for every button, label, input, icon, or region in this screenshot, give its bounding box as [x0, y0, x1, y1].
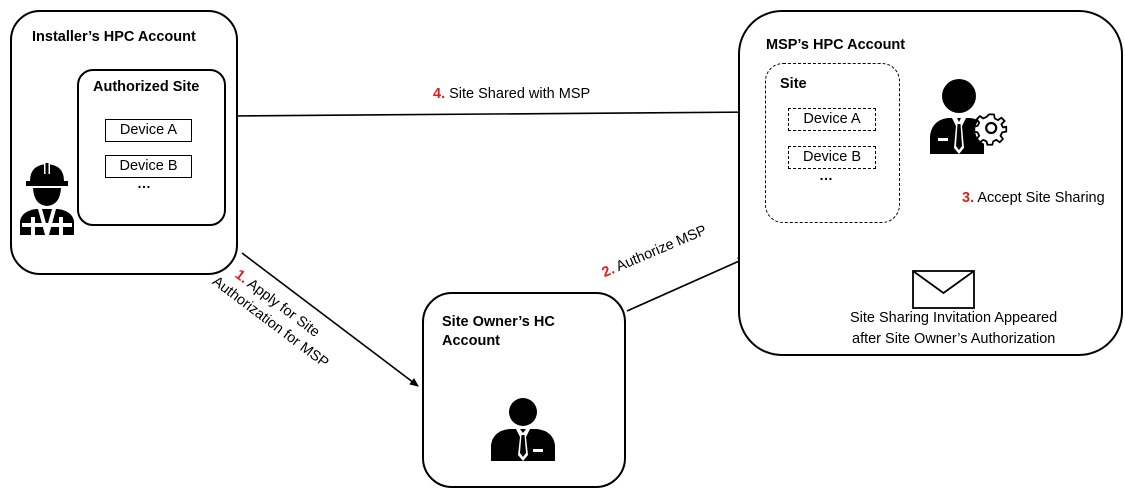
owner-account-title-line1: Site Owner’s HC — [442, 314, 555, 330]
envelope-icon — [912, 270, 975, 309]
msp-person-gear-icon — [930, 79, 1008, 154]
installer-worker-icon — [20, 162, 74, 235]
step4-text: Site Shared with MSP — [449, 86, 591, 102]
step3-label: 3. Accept Site Sharing — [962, 190, 1105, 206]
authorized-site-title: Authorized Site — [93, 79, 200, 95]
installer-device-b: Device B — [105, 155, 192, 178]
arrow-authorize-msp — [626, 257, 747, 312]
step4-number: 4. — [433, 86, 446, 102]
arrow-site-shared — [227, 108, 761, 117]
step3-number: 3. — [962, 190, 975, 206]
owner-person-icon — [491, 398, 555, 461]
installer-account-title: Installer’s HPC Account — [32, 29, 196, 45]
step3-text: Accept Site Sharing — [977, 190, 1105, 206]
msp-more-devices: … — [819, 167, 834, 183]
owner-account-title-line2: Account — [442, 333, 500, 349]
invitation-text-line1: Site Sharing Invitation Appeared — [850, 310, 1058, 326]
arrow-apply-authorization — [241, 252, 419, 387]
installer-more-devices: … — [137, 175, 152, 191]
installer-device-a: Device A — [105, 119, 192, 142]
msp-device-b: Device B — [788, 146, 876, 169]
invitation-text-line2: after Site Owner’s Authorization — [852, 331, 1056, 347]
msp-site-box: Site Device A Device B … — [765, 63, 900, 223]
step4-label: 4. Site Shared with MSP — [433, 86, 590, 102]
msp-site-title: Site — [780, 76, 807, 92]
authorized-site-box: Authorized Site Device A Device B … — [77, 69, 226, 226]
msp-device-a: Device A — [788, 108, 876, 131]
msp-account-title: MSP’s HPC Account — [766, 37, 906, 53]
